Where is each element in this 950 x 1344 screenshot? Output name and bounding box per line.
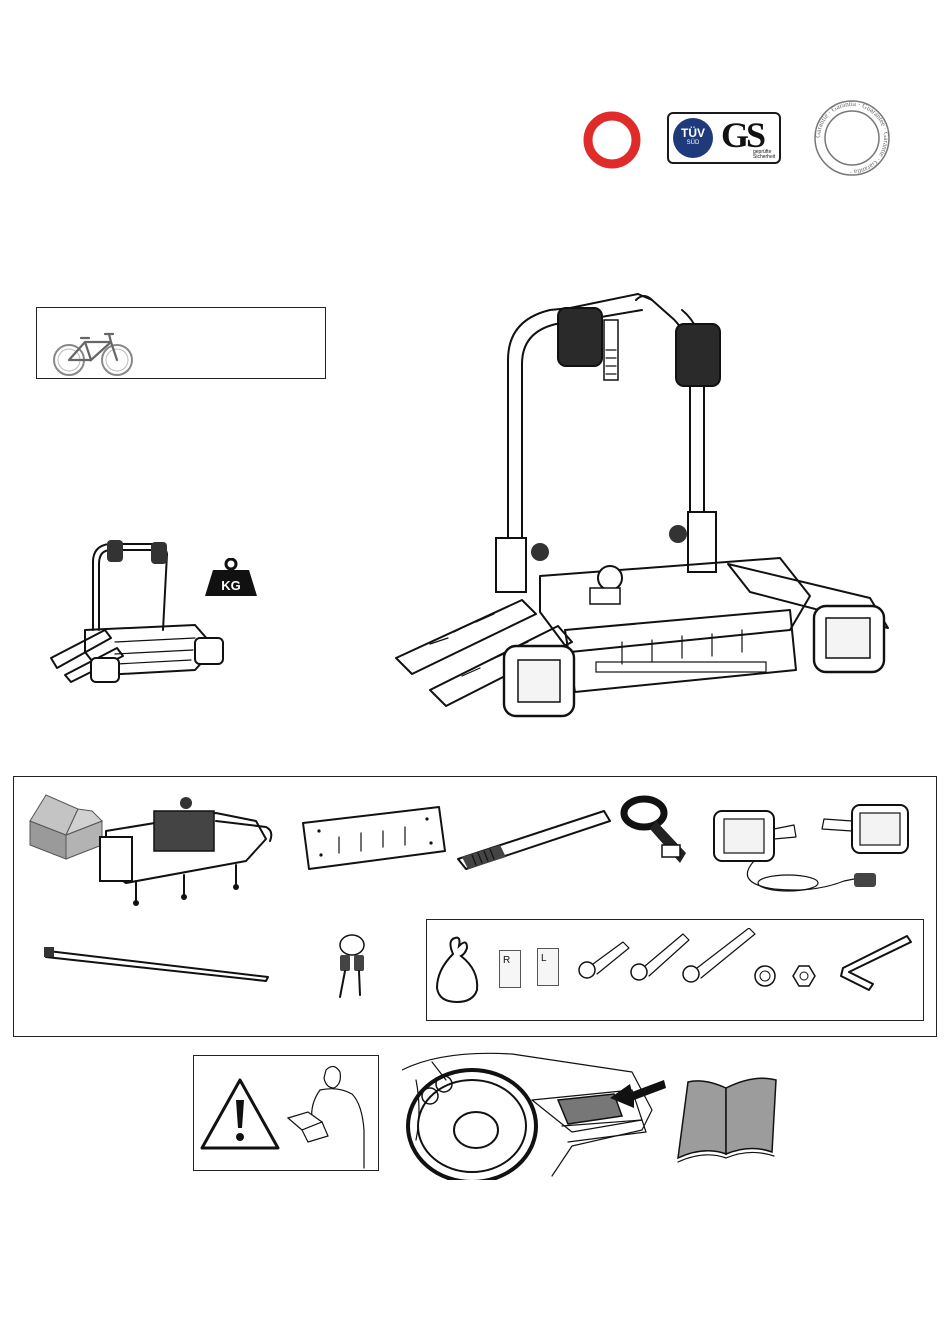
hardware-parts-box: R L	[426, 919, 924, 1021]
tuv-logo: TÜV SÜD	[673, 118, 713, 158]
parts-bag-icon	[433, 934, 483, 1004]
carrier-small-illustration	[45, 530, 230, 685]
cardboard-box-icon	[26, 791, 106, 861]
folded-carrier-icon	[96, 791, 276, 911]
tail-lights-cable-icon	[694, 793, 914, 903]
bolts-nuts-wrench-icon	[573, 928, 923, 1008]
keys-icon	[326, 931, 376, 1001]
cable-tie-icon	[42, 943, 272, 983]
package-contents-frame: R L	[13, 776, 937, 1037]
bicycle-icon	[51, 328, 137, 380]
circle-ring-icon	[582, 110, 642, 170]
license-plate-holder-icon	[299, 803, 449, 873]
guarantee-seal-icon: Garantie · Garantia · Guarantee · Garant…	[808, 98, 896, 178]
weight-badge: KG	[203, 558, 259, 598]
open-book-icon	[674, 1074, 778, 1166]
clip-right: R	[499, 950, 521, 988]
tuv-label: TÜV	[673, 118, 713, 139]
person-reading-icon	[282, 1060, 378, 1170]
warning-read-manual-box	[193, 1055, 379, 1171]
bike-capacity-box	[36, 307, 326, 379]
extension-bar-icon	[454, 805, 614, 875]
car-glovebox-illustration	[402, 1050, 672, 1180]
clip-left-letter: L	[541, 953, 547, 964]
tuv-number: SÜD	[673, 139, 713, 147]
warning-triangle-icon	[198, 1076, 282, 1152]
tuv-gs-certification-badge: TÜV SÜD GS geprüfte Sicherheit	[667, 112, 781, 164]
weight-label: KG	[203, 578, 259, 593]
clip-left: L	[537, 948, 559, 986]
strap-icon	[616, 793, 696, 873]
gs-subtitle: geprüfte Sicherheit	[753, 150, 779, 160]
clip-right-letter: R	[503, 955, 510, 966]
carrier-large-illustration	[390, 280, 900, 720]
